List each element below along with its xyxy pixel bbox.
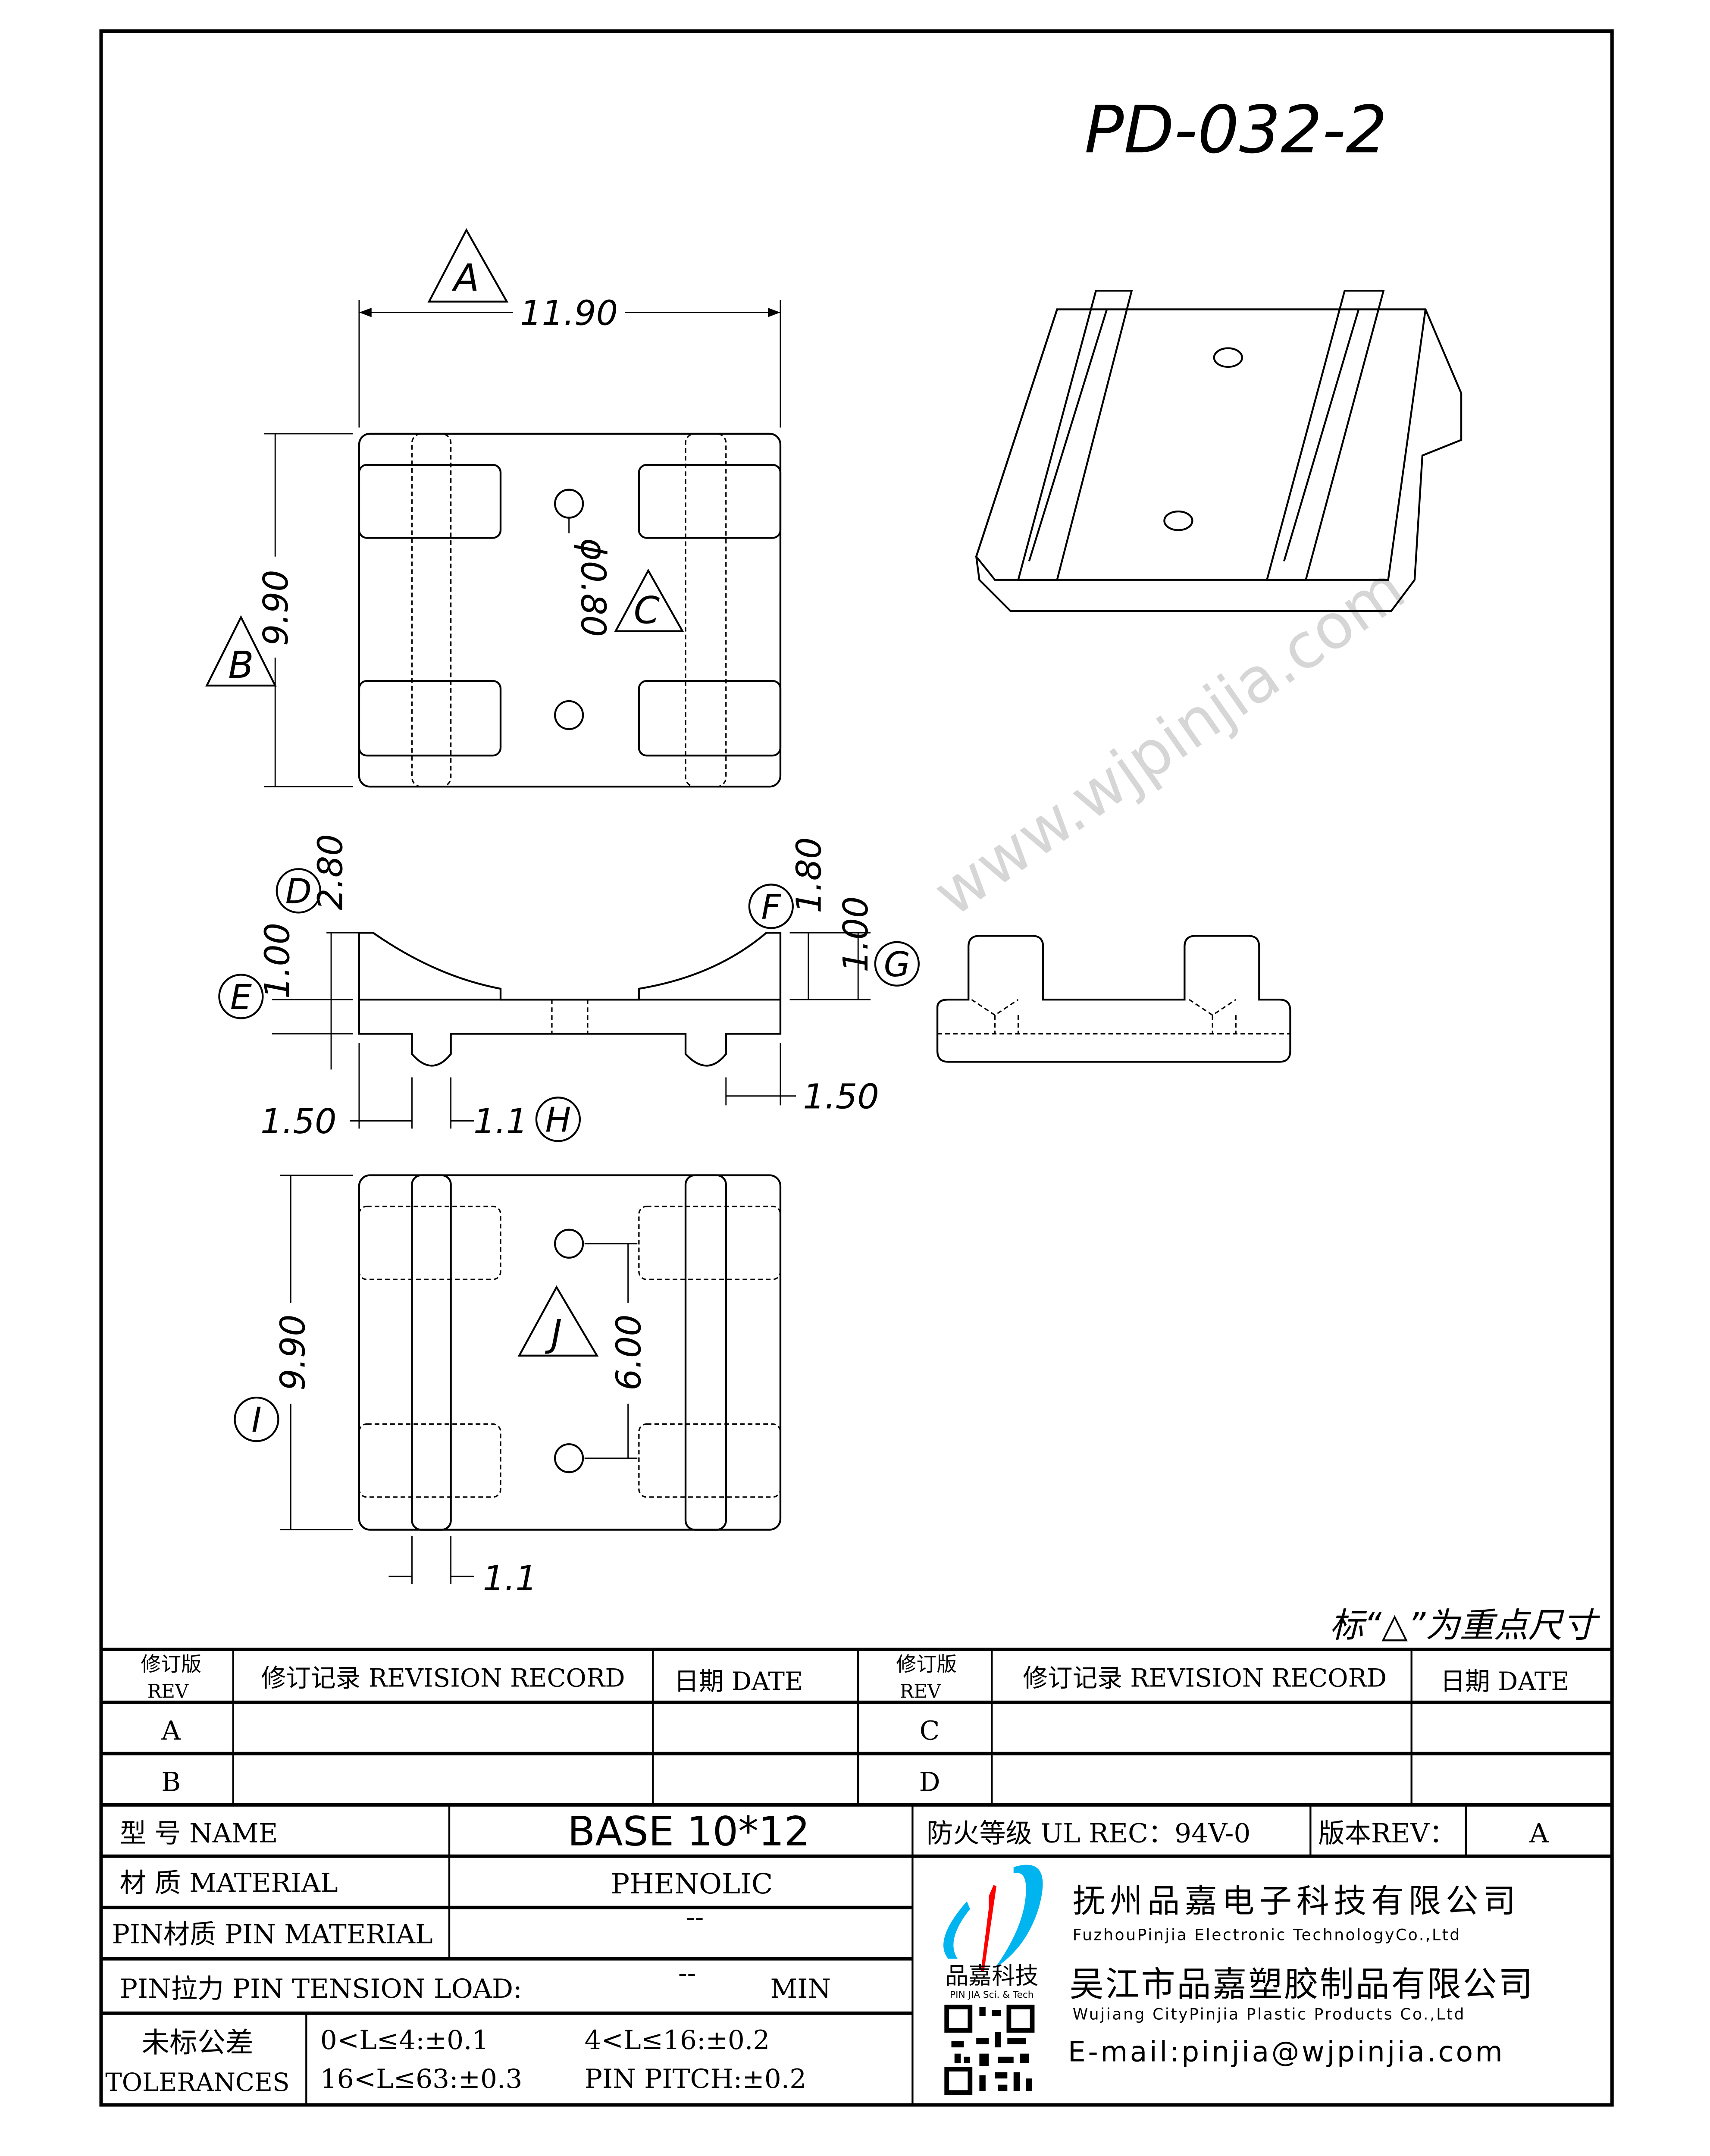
name-value: BASE 10*12: [567, 1808, 810, 1855]
material-value: PHENOLIC: [611, 1868, 773, 1900]
company-email: E-mail:pinjia@wjpinjia.com: [1068, 2036, 1505, 2068]
dim-2-80: 2.80: [310, 834, 350, 910]
dim-bottom-height: 9.90: [273, 1314, 313, 1391]
rev-header-en-right: REV: [900, 1681, 941, 1702]
pin-material-label: PIN材质 PIN MATERIAL: [112, 1919, 433, 1950]
version-label: 版本REV：: [1318, 1818, 1456, 1849]
marker-f: F: [761, 887, 782, 927]
title-block: 型 号 NAME BASE 10*12 防火等级 UL REC：94V-0 版本…: [101, 1805, 1612, 2105]
isometric-view: [975, 290, 1463, 612]
tolerance-label-cn: 未标公差: [141, 2027, 253, 2059]
marker-b: B: [228, 644, 254, 687]
marker-c: C: [634, 589, 660, 633]
dim-pin-width: 1.1: [483, 1558, 537, 1598]
company-logo: 品嘉科技 PIN JIA Sci. & Tech: [943, 1865, 1043, 2000]
top-view: 11.90 A 9.90 B ϕ0.80 C: [205, 228, 782, 788]
revision-table: 修订版 REV 修订记录 REVISION RECORD 日期 DATE 修订版…: [101, 1648, 1612, 1807]
date-header-left: 日期 DATE: [674, 1667, 803, 1696]
logo-text-en: PIN JIA Sci. & Tech: [950, 1990, 1034, 2000]
pin-tension-label: PIN拉力 PIN TENSION LOAD:: [120, 1974, 522, 2004]
company1-name-en: FuzhouPinjia Electronic TechnologyCo.,Lt…: [1073, 1926, 1461, 1944]
dim-height: 9.90: [256, 570, 296, 646]
dim-pitch: 6.00: [608, 1314, 648, 1391]
company1-name-cn: 抚州品嘉电子科技有限公司: [1073, 1882, 1520, 1920]
tolerance-4: PIN PITCH:±0.2: [585, 2064, 807, 2094]
marker-g: G: [884, 944, 910, 984]
pin-material-value: --: [686, 1902, 704, 1933]
company2-name-cn: 吴江市品嘉塑胶制品有限公司: [1070, 1964, 1535, 2004]
record-header-left: 修订记录 REVISION RECORD: [261, 1664, 625, 1693]
dim-width: 11.90: [520, 293, 618, 333]
dim-1-50-left: 1.50: [260, 1101, 337, 1141]
marker-h: H: [545, 1100, 571, 1140]
rev-c: C: [920, 1715, 940, 1746]
front-view: [936, 935, 1291, 1063]
version-value: A: [1529, 1818, 1549, 1849]
rev-header-right: 修订版: [896, 1653, 957, 1677]
date-header-right: 日期 DATE: [1441, 1667, 1569, 1696]
marker-a: A: [451, 257, 479, 300]
rev-a: A: [161, 1715, 181, 1746]
material-label: 材 质 MATERIAL: [120, 1868, 338, 1899]
part-number: PD-032-2: [1084, 91, 1387, 168]
logo-text-cn: 品嘉科技: [945, 1962, 1038, 1989]
record-header-right: 修订记录 REVISION RECORD: [1023, 1664, 1387, 1693]
marker-d: D: [285, 871, 312, 912]
company-block: 品嘉科技 PIN JIA Sci. & Tech 抚州品嘉电子科技有限公司 Fu…: [943, 1865, 1535, 2095]
rev-header-left: 修订版: [141, 1653, 201, 1677]
name-label: 型 号 NAME: [120, 1818, 278, 1849]
tolerance-label-en: TOLERANCES: [105, 2068, 289, 2097]
marker-i: I: [251, 1400, 261, 1440]
tolerance-3: 16<L≤63:±0.3: [320, 2064, 523, 2094]
watermark: www.wjpinjia.com: [921, 552, 1418, 931]
dim-1-00-left: 1.00: [257, 923, 298, 999]
tolerance-2: 4<L≤16:±0.2: [585, 2025, 770, 2056]
dim-1-50-right: 1.50: [803, 1077, 879, 1117]
dim-1-80: 1.80: [789, 837, 829, 913]
drawing-frame: [99, 29, 1614, 2107]
pin-tension-value: --: [678, 1958, 696, 1989]
rev-header-en-left: REV: [147, 1681, 189, 1702]
bottom-view: 9.90 6.00 1.1 I J: [234, 1174, 782, 1598]
qr-code: [944, 2005, 1035, 2095]
tolerance-1: 0<L≤4:±0.1: [320, 2025, 489, 2056]
side-view: 2.80 1.00 1.80 1.00 1.50 1.1 1.50 D E F …: [218, 834, 920, 1142]
marker-j: J: [545, 1312, 562, 1355]
pin-tension-unit: MIN: [770, 1974, 831, 2004]
rev-d: D: [919, 1767, 940, 1797]
dim-hole: ϕ0.80: [573, 538, 613, 637]
dim-1-00-right: 1.00: [836, 896, 876, 972]
key-dimension-note: 标“△”为重点尺寸: [1330, 1605, 1600, 1645]
marker-e: E: [230, 977, 252, 1017]
rev-b: B: [161, 1767, 181, 1797]
flame-rating: 防火等级 UL REC：94V-0: [927, 1818, 1251, 1849]
dim-1-1-side: 1.1: [473, 1101, 528, 1141]
company2-name-en: Wujiang CityPinjia Plastic Products Co.,…: [1073, 2005, 1466, 2023]
